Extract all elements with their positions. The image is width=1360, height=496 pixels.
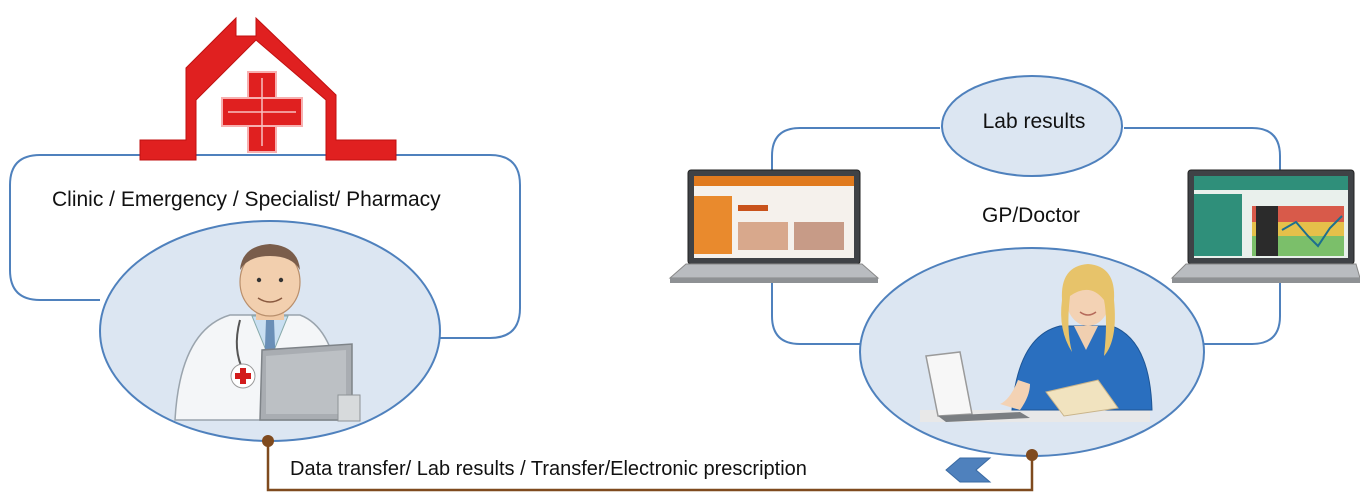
right-connector-frame <box>771 127 1281 345</box>
nurse-with-laptop-illustration <box>920 264 1153 422</box>
data-transfer-label: Data transfer/ Lab results / Transfer/El… <box>290 458 807 480</box>
red-cross-icon <box>221 71 303 153</box>
gp-doctor-title: GP/Doctor <box>982 204 1081 227</box>
lab-results-label: Lab results <box>982 110 1086 133</box>
laptop-lab-chart-icon <box>1170 169 1360 283</box>
right-connector-dot <box>1026 449 1038 461</box>
clinic-group-title: Clinic / Emergency / Specialist/ Pharmac… <box>52 188 441 211</box>
left-connector-dot <box>262 435 274 447</box>
clinic-house-icon <box>139 16 397 161</box>
lab-results-node <box>941 75 1123 177</box>
arrow-left-icon <box>945 457 992 483</box>
laptop-patient-portal-icon <box>668 169 880 283</box>
doctor-with-computer-illustration <box>174 244 361 422</box>
bottom-connector-line <box>266 440 1034 492</box>
left-connector-frame <box>9 154 521 339</box>
